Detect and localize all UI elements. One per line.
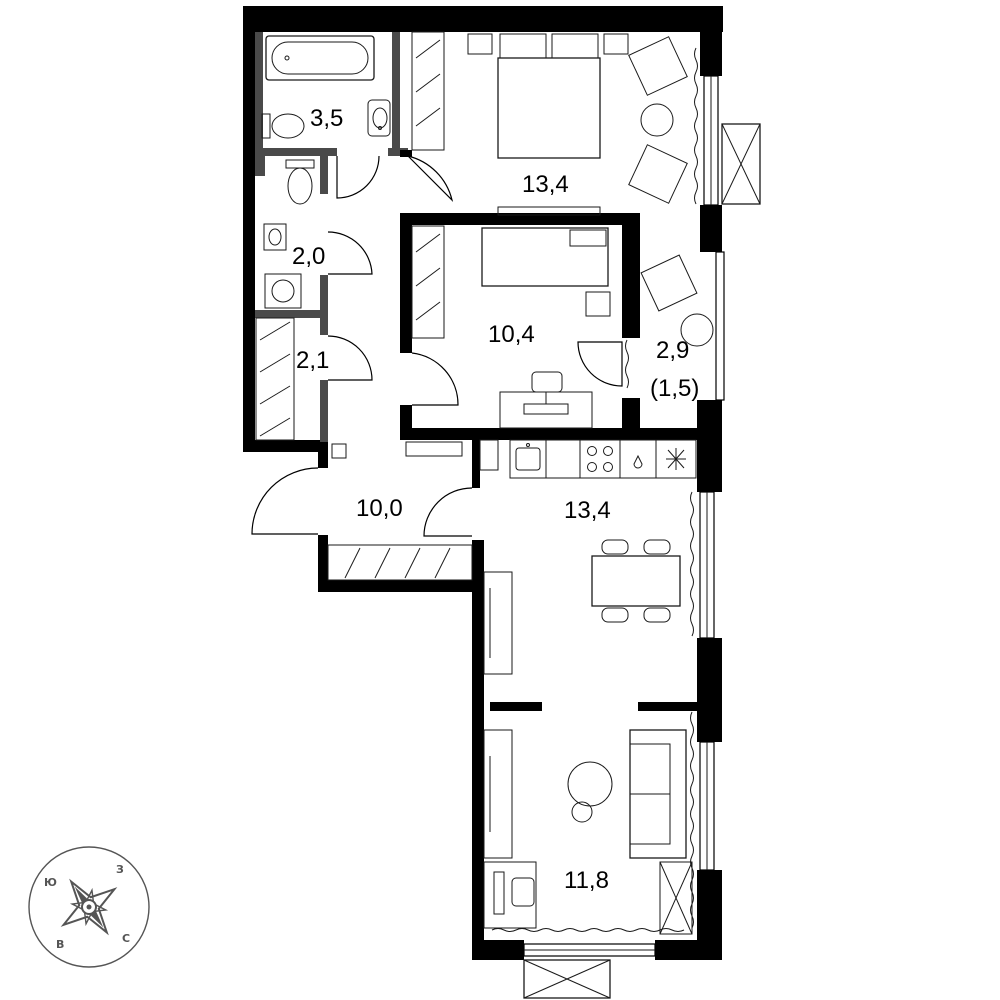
wc-fixtures [263,159,315,309]
bedroom-furniture [467,33,688,216]
compass-north-label: С [122,932,130,945]
small-bedroom-area-label: 10,4 [488,321,535,348]
small-bedroom-furniture [481,227,611,429]
inner-walls [255,32,700,711]
wc-area-label: 2,0 [292,243,325,270]
bathroom-fixtures [261,35,391,139]
compass: Ю З В С [28,846,150,968]
bedroom-area-label: 13,4 [522,171,569,198]
living-room-area-label: 11,8 [564,867,609,894]
balcony-area-label: 2,9 [656,337,689,364]
living-room-furniture [483,729,693,935]
ac-units [523,123,761,999]
compass-west-label: З [116,863,124,876]
curtains [491,47,698,932]
windows [523,75,725,957]
compass-ring [28,846,150,968]
room-labels: 3,5 13,4 2,0 2,1 10,4 2,9 (1,5) 10,0 13,… [292,105,699,894]
balcony-reduced-area-label: (1,5) [650,375,699,402]
closet-shelves [255,31,473,581]
kitchen-area-label: 13,4 [564,497,611,524]
doors [251,155,623,537]
bathroom-area-label: 3,5 [310,105,343,132]
closet-area-label: 2,1 [296,347,329,374]
kitchen-furniture [405,439,697,675]
outer-walls [243,6,723,960]
compass-south-label: Ю [44,876,57,889]
compass-east-label: В [56,938,64,951]
balcony-furniture [640,254,714,347]
hallway-area-label: 10,0 [356,495,403,522]
